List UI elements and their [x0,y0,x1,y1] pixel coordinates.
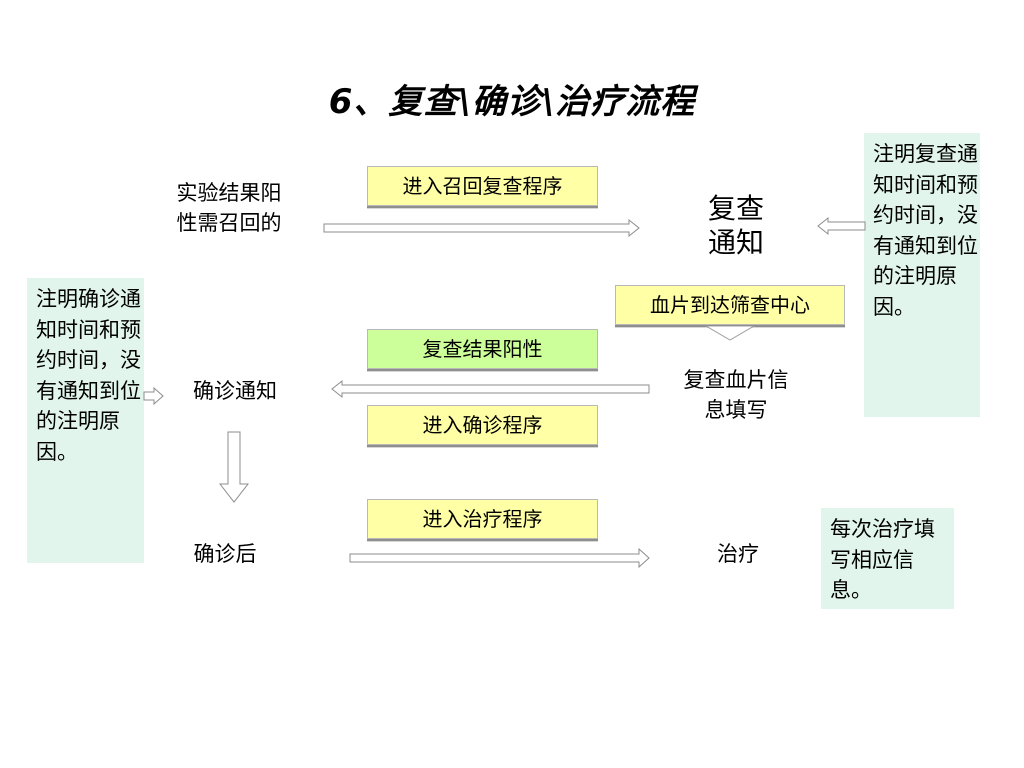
enter-treatment-box: 进入治疗程序 [367,499,598,539]
arrow-right-recall [323,218,640,238]
treatment-label: 治疗 [717,542,759,566]
confirm-notice-label: 确诊通知 [193,379,277,403]
arrow-right-treatment [349,547,650,569]
arrow-left-confirm [331,379,650,399]
recheck-notice-label: 复查通知 [707,192,764,259]
arrow-right-left-note [143,386,164,406]
treatment-note: 每次治疗填写相应信息。 [821,508,954,609]
arrow-left-right-note [817,216,866,236]
left-note: 注明确诊通知时间和预约时间，没有通知到位的注明原因。 [27,278,144,563]
enter-recall-box: 进入召回复查程序 [367,166,598,206]
recheck-positive-box: 复查结果阳性 [367,329,598,369]
callout-pointer [705,326,755,341]
blood-arrive-box: 血片到达筛查中心 [615,285,845,325]
right-note: 注明复查通知时间和预约时间，没有通知到位的注明原因。 [864,133,980,417]
blood-info-label: 复查血片信息填写 [683,368,789,422]
enter-confirm-box: 进入确诊程序 [367,405,598,445]
after-confirm-label: 确诊后 [193,542,257,566]
positive-recall-label: 实验结果阳性需召回的 [176,181,282,235]
page-title: 6、复查\确诊\治疗流程 [328,82,696,122]
arrow-down [218,431,250,503]
